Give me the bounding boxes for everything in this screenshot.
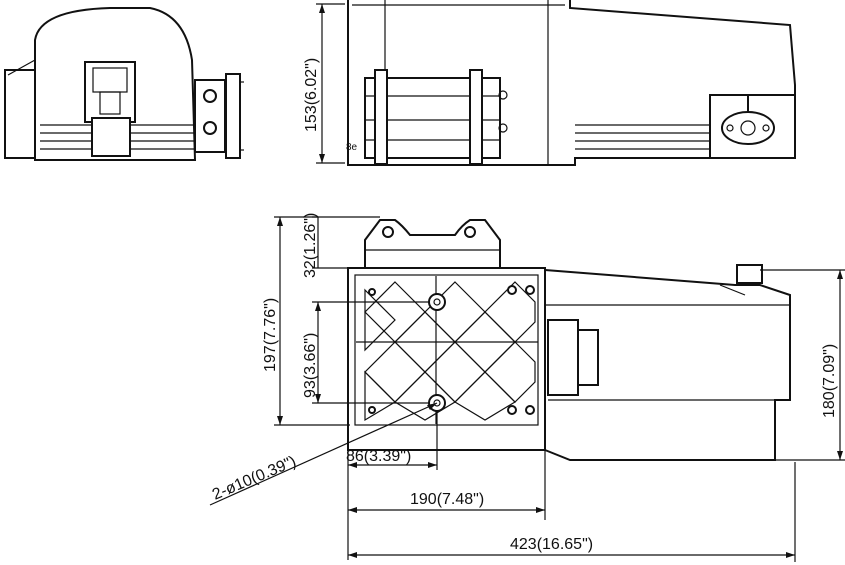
grid-pattern — [356, 276, 538, 424]
dim-label-total-width: 180(7.09") — [821, 344, 838, 418]
dim-label-hinge-height: 32(1.26") — [302, 213, 319, 278]
dim-label-total-length: 423(16.65") — [510, 536, 593, 553]
dimension-total-width: 180(7.09") — [760, 269, 845, 461]
dim-label-hole-spacing-h: 86(3.39") — [346, 448, 411, 465]
dimension-hole-spacing-v: 93(3.66") — [302, 301, 430, 404]
dimension-hole-spacing-h: 86(3.39") — [346, 410, 438, 560]
side-mark: 8e — [346, 142, 358, 153]
dimension-height-side: 153(6.02") — [303, 3, 345, 164]
top-view — [347, 219, 791, 461]
front-view — [4, 7, 244, 161]
dimension-hinge-height: 32(1.26") — [302, 213, 380, 278]
dim-label-plate-length: 190(7.48") — [410, 491, 484, 508]
dimension-plate-length: 190(7.48") — [348, 450, 546, 520]
dim-label-total-height: 197(7.76") — [262, 298, 279, 372]
dimension-total-height: 197(7.76") — [262, 216, 350, 426]
side-view: 8e — [346, 0, 796, 166]
dim-label-height-side: 153(6.02") — [303, 58, 320, 132]
dim-label-hole-spacing-v: 93(3.66") — [302, 333, 319, 398]
dimension-total-length: 423(16.65") — [348, 462, 796, 562]
dim-label-holes: 2-ø10(0.39") — [210, 453, 299, 504]
